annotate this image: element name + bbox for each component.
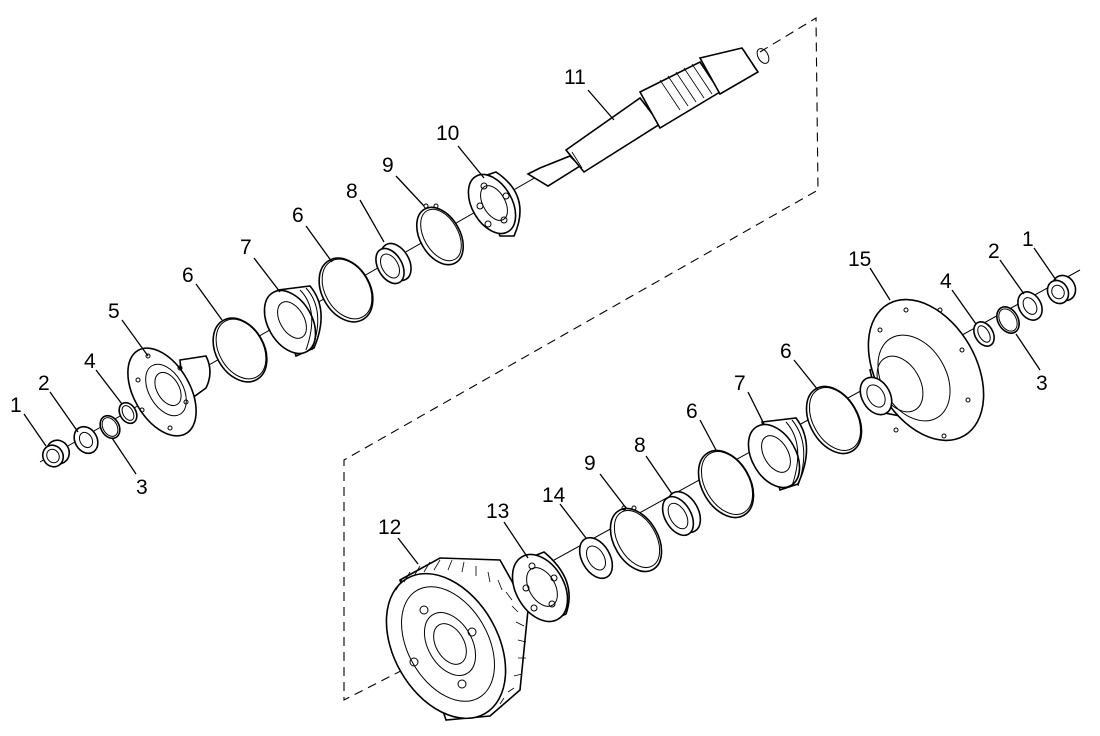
- lower-part-15-housing: [859, 298, 985, 442]
- upper-part-11-shaft: [526, 47, 770, 187]
- upper-assembly: 1 2 3 4 5 6 7 6 8 9 10 11: [10, 47, 770, 499]
- callout-lower-2: 2: [988, 240, 1000, 263]
- callout-upper-11: 11: [564, 66, 586, 89]
- callout-lower-6b: 6: [780, 340, 792, 363]
- callout-lower-13: 13: [486, 500, 509, 523]
- lower-part-13-ball-bearing: [511, 551, 570, 623]
- upper-part-8-bearing-cup: [375, 242, 412, 285]
- callout-lower-7: 7: [734, 372, 746, 395]
- upper-part-6a-ring: [212, 317, 268, 383]
- callout-lower-6a: 6: [686, 400, 698, 423]
- lower-part-8-bearing-cup: [661, 490, 702, 537]
- callout-upper-5: 5: [108, 300, 120, 323]
- lower-part-6a-ring: [697, 449, 755, 519]
- callout-lower-3: 3: [1036, 372, 1048, 395]
- callout-upper-8: 8: [346, 180, 358, 203]
- callout-lower-14: 14: [542, 484, 566, 507]
- callout-upper-4: 4: [84, 350, 96, 373]
- callout-lower-12: 12: [378, 516, 401, 539]
- upper-part-2-washer: [73, 425, 99, 455]
- callout-upper-6b: 6: [292, 204, 304, 227]
- lower-part-7-bushing: [747, 417, 808, 492]
- upper-part-9-snap-ring: [415, 203, 465, 266]
- callout-upper-10: 10: [436, 122, 459, 145]
- upper-part-7-bushing: [263, 285, 322, 358]
- lower-leader-lines: [397, 247, 1057, 565]
- lower-part-2-washer: [1017, 291, 1043, 321]
- upper-part-3-o-ring: [99, 414, 121, 440]
- callout-upper-1: 1: [10, 394, 22, 417]
- callout-lower-9: 9: [584, 452, 596, 475]
- assembly-boundary-dashed-line: [343, 17, 819, 701]
- lower-part-3-o-ring: [996, 306, 1020, 334]
- upper-part-10-ball-bearing: [467, 171, 521, 237]
- callout-lower-8: 8: [634, 434, 646, 457]
- lower-part-6b-ring: [805, 385, 863, 455]
- lower-part-12-gear: [385, 557, 529, 721]
- callout-lower-4: 4: [940, 270, 952, 293]
- lower-part-1-sleeve: [1046, 274, 1077, 305]
- callout-lower-15: 15: [848, 248, 871, 271]
- upper-part-6b-ring: [318, 257, 374, 323]
- callout-upper-2: 2: [38, 372, 50, 395]
- callout-upper-6a: 6: [182, 264, 194, 287]
- upper-part-4-ring: [118, 401, 138, 425]
- upper-part-5-flange: [127, 347, 211, 437]
- callout-upper-7: 7: [240, 236, 252, 259]
- lower-part-4-ring: [973, 321, 995, 347]
- upper-leader-lines: [23, 89, 615, 475]
- lower-part-14-spacer: [578, 536, 614, 580]
- lower-assembly: 12 13 14 9 8 6 7 6 15 4 3 2 1: [378, 228, 1081, 721]
- callout-upper-9: 9: [382, 154, 394, 177]
- upper-part-1-sleeve: [41, 439, 71, 468]
- callout-upper-3: 3: [136, 476, 148, 499]
- callout-lower-1: 1: [1022, 228, 1034, 251]
